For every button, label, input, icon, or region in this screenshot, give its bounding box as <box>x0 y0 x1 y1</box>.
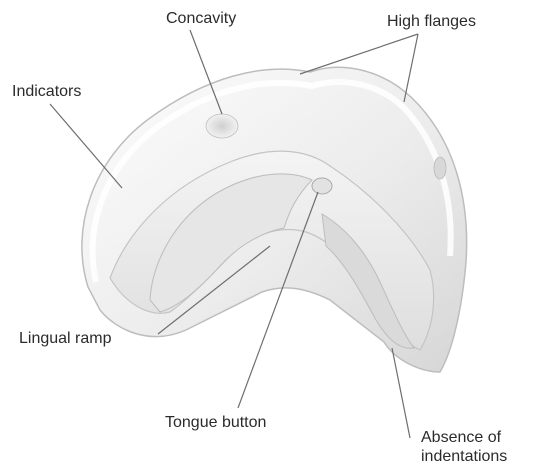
label-lingual-ramp: Lingual ramp <box>19 329 112 348</box>
tongue-button-shape <box>312 178 332 194</box>
label-tongue-button: Tongue button <box>165 413 266 432</box>
label-concavity: Concavity <box>166 9 236 28</box>
concavity-dimple <box>206 114 238 138</box>
leader-indicators <box>50 104 122 188</box>
indicator-dimple-right <box>434 157 446 179</box>
leader-high-flanges-right <box>404 34 418 102</box>
leader-high-flanges-left <box>300 34 418 74</box>
label-absence-of-indentations: Absence of indentations <box>421 428 507 466</box>
label-indicators: Indicators <box>12 82 81 101</box>
label-absence-line1: Absence of <box>421 428 507 447</box>
label-high-flanges: High flanges <box>387 12 476 31</box>
label-absence-line2: indentations <box>421 447 507 466</box>
